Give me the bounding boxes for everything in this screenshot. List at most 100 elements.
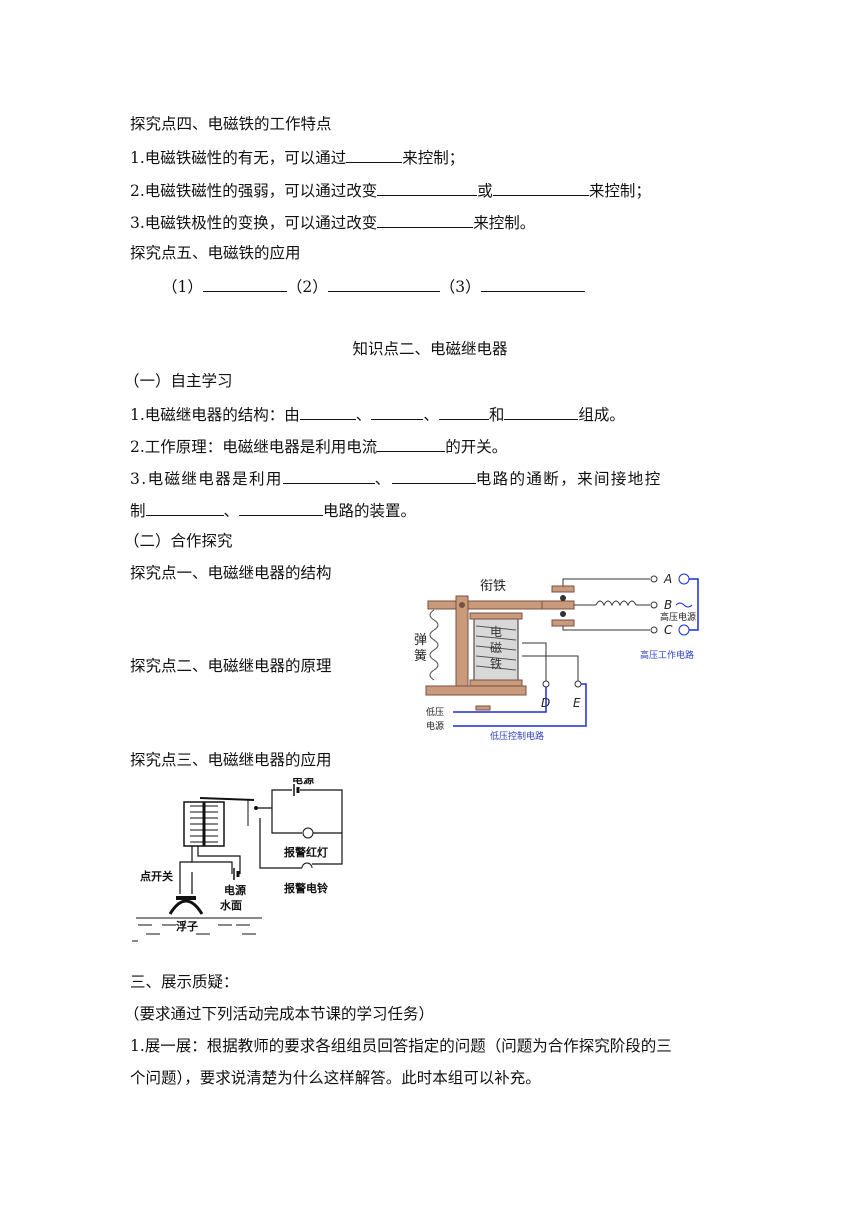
alarm-light-label: 报警红灯 xyxy=(284,845,328,859)
contact-point xyxy=(560,595,566,601)
water-label: 水面 xyxy=(220,898,242,912)
question-text: 1.电磁铁磁性的有无，可以通过 xyxy=(130,149,347,167)
answer-blank[interactable] xyxy=(438,403,489,420)
explore-point: 探究点二、电磁继电器的原理 xyxy=(130,657,332,675)
ac-source-icon xyxy=(675,602,693,608)
paragraph-line: 个问题），要求说清楚为什么这样解答。此时本组可以补充。 xyxy=(130,1069,541,1087)
core-label: 电 xyxy=(490,625,502,639)
lv-circuit-label: 低压控制电路 xyxy=(490,730,544,742)
answer-blank[interactable] xyxy=(504,403,579,420)
question-text: 、 xyxy=(223,502,240,520)
contact-label: 点开关 xyxy=(140,869,173,883)
contact-point xyxy=(560,611,566,617)
switch-icon xyxy=(475,705,491,711)
item-number: （1） xyxy=(162,278,203,296)
armature-bar xyxy=(541,600,575,610)
section-heading: 三、展示质疑： xyxy=(130,973,239,991)
pivot xyxy=(459,602,465,608)
answer-blank[interactable] xyxy=(492,179,589,196)
lower-contact xyxy=(551,619,575,627)
question-text: 2.工作原理：电磁继电器是利用电流 xyxy=(130,438,378,456)
section-heading: 探究点四、电磁铁的工作特点 xyxy=(130,115,332,133)
bell-icon xyxy=(301,862,313,869)
hv-circuit-label: 高压工作电路 xyxy=(640,649,694,661)
answer-line: （1） （2） （3） xyxy=(162,275,585,297)
terminal-E-label: E xyxy=(573,696,581,710)
question-text: 来控制。 xyxy=(473,214,536,232)
explore-point: 探究点一、电磁继电器的结构 xyxy=(130,564,332,582)
question-text: 、 xyxy=(423,406,439,424)
core-label: 磁 xyxy=(490,640,502,655)
answer-blank[interactable] xyxy=(299,403,356,420)
question-text: 制 xyxy=(130,502,146,520)
lamp-icon xyxy=(678,624,690,636)
answer-blank[interactable] xyxy=(377,179,478,196)
answer-blank[interactable] xyxy=(346,146,403,163)
question-text: 3.电磁继电器是利用 xyxy=(130,470,283,488)
question-line: 2.电磁铁磁性的强弱，可以通过改变 或 来控制； xyxy=(130,179,651,201)
sub-heading: （一）自主学习 xyxy=(124,372,233,390)
question-text: 2.电磁铁磁性的强弱，可以通过改变 xyxy=(130,182,378,200)
question-text: 电路的装置。 xyxy=(323,502,417,520)
question-text: 来控制； xyxy=(402,149,465,167)
terminal-C: C xyxy=(650,623,690,637)
coil-cap xyxy=(469,679,523,687)
sub-heading: （二）合作探究 xyxy=(124,532,233,550)
answer-blank[interactable] xyxy=(327,275,440,292)
spring xyxy=(429,609,439,681)
water-waves xyxy=(138,924,256,935)
question-text: 电路的通断，来间接地控 xyxy=(475,470,662,488)
alarm-bell-label: 报警电铃 xyxy=(284,881,328,895)
spring-label: 簧 xyxy=(414,648,427,664)
question-text: 、 xyxy=(374,470,392,488)
answer-blank[interactable] xyxy=(282,467,375,484)
answer-blank[interactable] xyxy=(391,467,476,484)
question-line: 3.电磁继电器是利用 、 电路的通断，来间接地控 xyxy=(130,467,662,489)
load-coil xyxy=(595,600,637,607)
question-text: 、 xyxy=(355,406,372,424)
question-text: 组成。 xyxy=(578,406,625,424)
answer-blank[interactable] xyxy=(202,275,287,292)
lamp-icon xyxy=(678,573,690,585)
float-label: 浮子 xyxy=(176,919,198,933)
core-label: 铁 xyxy=(490,657,502,671)
svg-text:A: A xyxy=(663,572,672,586)
armature-bar xyxy=(427,600,543,610)
water-alarm-diagram: 电源 报警红灯 报警电铃 电源 点开关 水面 浮子 xyxy=(132,778,343,942)
armature-label: 衔铁 xyxy=(480,579,506,594)
answer-blank[interactable] xyxy=(239,499,324,516)
hv-source-label: 高压电源 xyxy=(660,611,696,623)
knowledge-title: 知识点二、电磁继电器 xyxy=(352,340,508,358)
terminal-A: A xyxy=(650,572,690,586)
section-heading: 探究点五、电磁铁的应用 xyxy=(130,244,301,262)
question-line: 制 、 电路的装置。 xyxy=(130,499,416,521)
requirement-line: （要求通过下列活动完成本节课的学习任务） xyxy=(124,1005,435,1023)
frame-post xyxy=(455,595,469,689)
question-text: 来控制； xyxy=(588,182,651,200)
armature xyxy=(199,797,255,801)
question-line: 3.电磁铁极性的变换，可以通过改变来控制。 xyxy=(130,211,535,233)
answer-blank[interactable] xyxy=(371,403,424,420)
lv-label: 电源 xyxy=(426,720,444,732)
spring-label: 弹 xyxy=(414,633,427,648)
item-number: （3） xyxy=(439,278,481,296)
power-label: 电源 xyxy=(224,883,246,897)
svg-text:B: B xyxy=(664,598,672,612)
question-text: 1.电磁继电器的结构：由 xyxy=(130,406,300,424)
hv-wire xyxy=(689,578,699,631)
answer-blank[interactable] xyxy=(377,211,474,228)
question-line: 1.电磁铁磁性的有无，可以通过 来控制； xyxy=(130,146,464,168)
float-icon xyxy=(168,899,204,915)
question-text: 的开关。 xyxy=(445,438,508,456)
answer-blank[interactable] xyxy=(480,275,585,292)
relay-diagram: 弹 簧 电 磁 铁 衔铁 A B C 高压电源 高压工作电路 D E xyxy=(414,572,699,742)
question-text: 或 xyxy=(477,182,493,200)
lamp-icon xyxy=(302,827,314,839)
question-line: 1.电磁继电器的结构：由、、和组成。 xyxy=(130,403,625,425)
lv-label: 低压 xyxy=(426,706,444,718)
question-line: 2.工作原理：电磁继电器是利用电流 的开关。 xyxy=(130,435,507,457)
power-label: 电源 xyxy=(292,778,314,786)
answer-blank[interactable] xyxy=(377,435,446,452)
answer-blank[interactable] xyxy=(145,499,224,516)
item-number: （2） xyxy=(286,278,328,296)
